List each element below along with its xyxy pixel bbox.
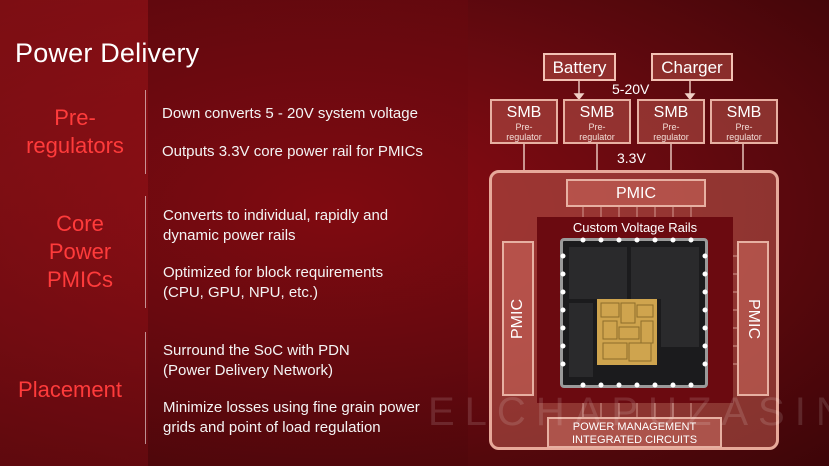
core-voltage-label: 3.3V	[617, 150, 646, 166]
bullet-text: Converts to individual, rapidly and	[163, 207, 389, 224]
bullet-text: Optimized for block requirements	[163, 264, 384, 281]
section-label-line: regulators	[26, 133, 124, 158]
soc-die	[569, 247, 699, 377]
input-voltage-label: 5-20V	[612, 81, 650, 97]
smb-pre-regulator: SMB Pre- regulator	[710, 99, 778, 144]
smb-label: SMB	[653, 104, 689, 121]
soc-chip	[560, 238, 708, 388]
section-label-pre-regulators: Pre- regulators	[20, 104, 130, 160]
smb-pre-regulator: SMB Pre- regulator	[563, 99, 631, 144]
bullet-text: Minimize losses using fine grain power	[163, 399, 420, 416]
watermark: ELCHAPUZASINFORMATICO	[428, 390, 829, 434]
bullet-text: grids and point of load regulation	[163, 419, 381, 436]
smb-sub-label: regulator	[653, 132, 689, 142]
bullet-text: Outputs 3.3V core power rail for PMICs	[162, 143, 423, 160]
smb-pre-regulator: SMB Pre- regulator	[490, 99, 558, 144]
smb-label: SMB	[579, 104, 615, 121]
bullet-text: Surround the SoC with PDN	[163, 342, 350, 359]
bullet-text: (CPU, GPU, NPU, etc.)	[163, 284, 319, 301]
divider	[145, 196, 146, 308]
smb-sub-label: regulator	[726, 132, 762, 142]
section-label-placement: Placement	[5, 376, 135, 404]
pm-integrated-circuits-box: POWER MANAGEMENT INTEGRATED CIRCUITS	[547, 417, 722, 448]
section-label-line: Core	[56, 211, 104, 236]
bullet-text: Down converts 5 - 20V system voltage	[162, 105, 418, 122]
smb-sub-label: regulator	[579, 132, 615, 142]
background-band-secondary	[148, 0, 468, 466]
custom-voltage-rails-label: Custom Voltage Rails	[572, 220, 698, 235]
bullet-text: dynamic power rails	[163, 227, 296, 244]
smb-pre-regulator: SMB Pre- regulator	[637, 99, 705, 144]
divider	[145, 332, 146, 444]
pmic-right: PMIC	[737, 241, 769, 396]
smb-sub-label: regulator	[506, 132, 542, 142]
charger-box: Charger	[651, 53, 733, 81]
pm-line: INTEGRATED CIRCUITS	[571, 434, 698, 446]
battery-box: Battery	[543, 53, 616, 81]
smb-sub-label: Pre-	[662, 122, 680, 132]
smb-label: SMB	[506, 104, 542, 121]
section-label-core-power-pmics: Core Power PMICs	[25, 210, 135, 294]
smb-sub-label: Pre-	[515, 122, 533, 132]
divider	[145, 90, 146, 174]
section-label-line: Power	[48, 239, 112, 264]
smb-sub-label: Pre-	[588, 122, 606, 132]
slide-title: Power Delivery	[15, 38, 200, 68]
smb-sub-label: Pre-	[735, 122, 753, 132]
pmic-top: PMIC	[566, 179, 706, 207]
pmic-left: PMIC	[502, 241, 534, 396]
section-label-line: PMICs	[47, 267, 113, 292]
background-band	[0, 0, 148, 466]
section-label-line: Placement	[18, 377, 122, 402]
pm-line: POWER MANAGEMENT	[572, 421, 697, 433]
smb-label: SMB	[726, 104, 762, 121]
section-label-line: Pre-	[54, 105, 96, 130]
bullet-text: (Power Delivery Network)	[163, 362, 334, 379]
